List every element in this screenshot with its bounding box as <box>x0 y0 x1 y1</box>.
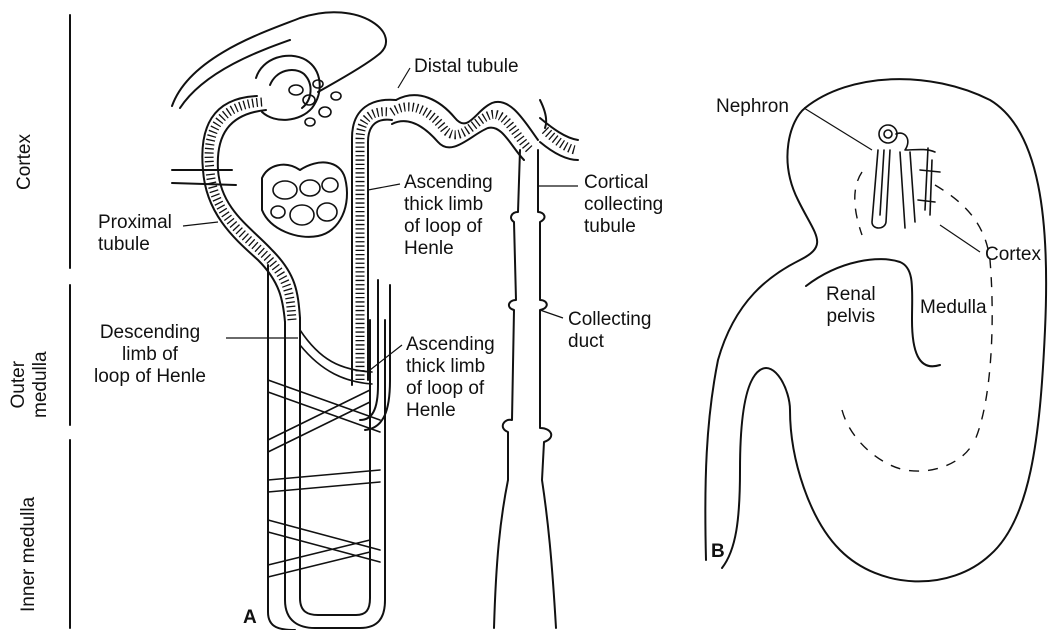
label-medulla: Medulla <box>920 297 987 319</box>
label-ascending-thick-limb-lower: Ascending thick limb of loop of Henle <box>406 334 495 422</box>
label-renal-pelvis: Renal pelvis <box>826 284 876 328</box>
kidney-nephron <box>872 125 940 228</box>
label-cortex-kidney: Cortex <box>985 244 1041 266</box>
kidney-panel-b <box>705 79 1046 581</box>
nephron-panel-a <box>172 12 578 630</box>
label-distal-tubule: Distal tubule <box>414 56 519 78</box>
label-descending-limb: Descending limb of loop of Henle <box>94 322 206 388</box>
zone-label-inner-medulla: Inner medulla <box>18 497 40 612</box>
label-proximal-tubule: Proximal tubule <box>98 212 172 256</box>
label-nephron: Nephron <box>716 96 789 118</box>
collecting-duct <box>494 150 556 628</box>
capillary-bed <box>262 162 347 236</box>
panel-letter-a: A <box>243 607 257 629</box>
panel-letter-b: B <box>711 541 725 563</box>
proximal-tubule <box>209 102 292 320</box>
zone-label-cortex: Cortex <box>14 134 36 190</box>
label-collecting-duct: Collecting duct <box>568 309 651 353</box>
arteriole-top <box>172 12 386 106</box>
label-ascending-thick-limb-upper: Ascending thick limb of loop of Henle <box>404 172 493 260</box>
label-cortical-collecting-tubule: Cortical collecting tubule <box>584 172 663 238</box>
zone-label-outer-medulla: Outer medulla <box>8 351 52 418</box>
arteriole-inner <box>180 40 290 108</box>
glomerulus <box>256 56 341 126</box>
cortex-boundary <box>855 172 862 235</box>
